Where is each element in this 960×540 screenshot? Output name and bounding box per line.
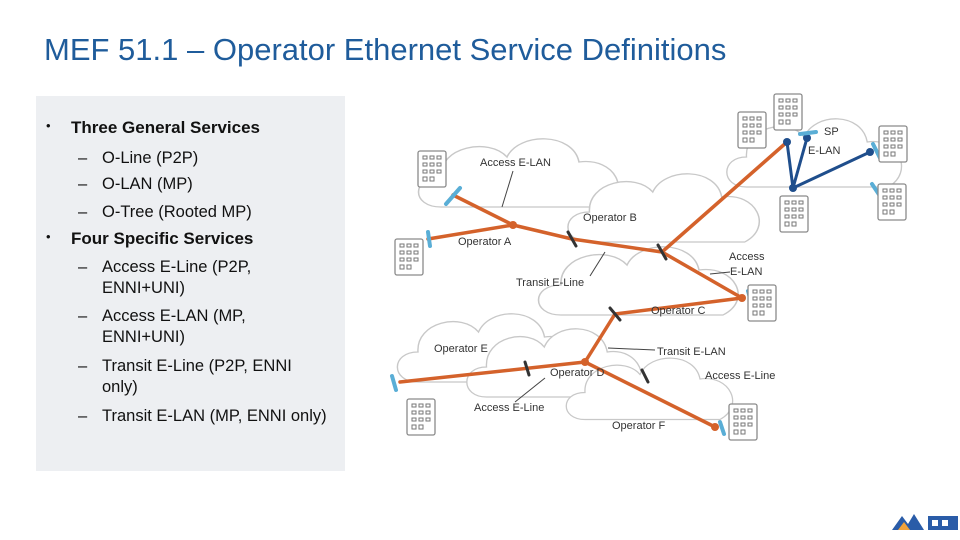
label-access-eline-right: Access E-Line — [705, 370, 775, 382]
callout-line — [607, 347, 656, 351]
sub-bullet-text: O-Tree (Rooted MP) — [102, 203, 252, 221]
label-operator-a: Operator A — [458, 236, 512, 248]
building-icon — [406, 398, 436, 436]
sub-bullet-text: Access E-Line (P2P, ENNI+UNI) — [102, 258, 252, 297]
sub-bullet-text: Transit E-LAN (MP, ENNI only) — [102, 407, 327, 425]
sub-bullet-text: O-LAN (MP) — [102, 175, 193, 193]
node — [711, 423, 719, 431]
label-access-elan-line1: Access — [729, 251, 765, 263]
enni-nodes — [509, 134, 874, 431]
sub-bullet-marker: – — [78, 149, 88, 167]
label-operator-d: Operator D — [550, 367, 604, 379]
enni-marker — [523, 360, 531, 377]
link-segment — [570, 237, 664, 254]
sub-bullet-marker: – — [78, 175, 88, 193]
building-icon — [737, 111, 767, 149]
label-elan: E-LAN — [808, 145, 840, 157]
callout-line — [589, 251, 606, 277]
label-access-elan-top: Access E-LAN — [480, 157, 551, 169]
link-segment — [583, 312, 617, 364]
sub-bullet-marker: – — [78, 407, 88, 425]
bullet-marker: • — [46, 118, 51, 133]
label-operator-f: Operator F — [612, 420, 665, 432]
label-transit-elan: Transit E-LAN — [657, 346, 726, 358]
enni-marker — [608, 306, 622, 322]
callout-line — [514, 377, 546, 403]
link-segment — [398, 360, 587, 384]
bullet-panel — [36, 96, 345, 471]
link-segment — [511, 223, 574, 241]
node — [803, 134, 811, 142]
elan-link — [791, 136, 809, 190]
bullet-text: Three General Services — [71, 118, 261, 137]
label-sp: SP — [824, 126, 839, 138]
label-operator-e: Operator E — [434, 343, 488, 355]
node — [509, 221, 517, 229]
uni-marker — [426, 230, 432, 248]
bullet-marker: • — [46, 229, 51, 244]
uni-marker — [798, 130, 818, 136]
label-operator-c: Operator C — [651, 305, 705, 317]
node — [866, 148, 874, 156]
uni-marker — [390, 374, 398, 392]
callout-line — [501, 170, 514, 208]
sub-bullet-marker: – — [78, 203, 88, 221]
slide-title: MEF 51.1 – Operator Ethernet Service Def… — [44, 32, 727, 67]
link-segment — [451, 193, 515, 227]
node — [581, 358, 589, 366]
blue-links — [785, 136, 872, 190]
building-icon — [747, 284, 777, 322]
sub-bullet-marker: – — [78, 258, 88, 276]
uni-marker — [444, 186, 462, 206]
link-segment — [660, 140, 789, 254]
building-icon — [878, 125, 908, 163]
elan-link — [791, 150, 872, 190]
link-segment — [660, 250, 744, 300]
orange-links — [398, 140, 789, 429]
building-icon — [779, 195, 809, 233]
sub-bullet-marker: – — [78, 307, 88, 325]
sub-bullet-marker: – — [78, 357, 88, 375]
label-access-elan-line2: E-LAN — [730, 266, 762, 278]
node — [789, 184, 797, 192]
enni-marker — [566, 230, 578, 248]
building-icon — [394, 238, 424, 276]
sub-bullet-text: Access E-LAN (MP, ENNI+UNI) — [102, 307, 246, 346]
cloud-operator-a — [417, 138, 619, 208]
building-icon — [728, 403, 758, 441]
label-operator-b: Operator B — [583, 212, 637, 224]
building-icon — [877, 183, 907, 221]
callout-lines — [501, 170, 731, 403]
mef-logo-icon — [892, 514, 958, 530]
link-segment — [583, 360, 717, 429]
enni-marker — [656, 243, 668, 261]
link-segment — [426, 223, 515, 241]
uni-marker — [718, 420, 726, 436]
sub-bullet-text: Transit E-Line (P2P, ENNI only) — [102, 357, 292, 396]
elan-link — [785, 140, 795, 190]
building-icon — [417, 150, 447, 188]
building-icon — [773, 93, 803, 131]
bullet-text: Four Specific Services — [71, 229, 254, 248]
sub-bullet-text: O-Line (P2P) — [102, 149, 199, 167]
node — [783, 138, 791, 146]
node — [738, 294, 746, 302]
link-segment — [613, 296, 744, 316]
network-diagram: Access E-LAN SP E-LAN Operator B Operato… — [390, 93, 908, 441]
enni-markers — [523, 230, 668, 384]
enni-marker — [640, 368, 650, 384]
label-transit-eline: Transit E-Line — [516, 277, 584, 289]
label-access-eline-bottom: Access E-Line — [474, 402, 544, 414]
callout-line — [709, 271, 731, 275]
